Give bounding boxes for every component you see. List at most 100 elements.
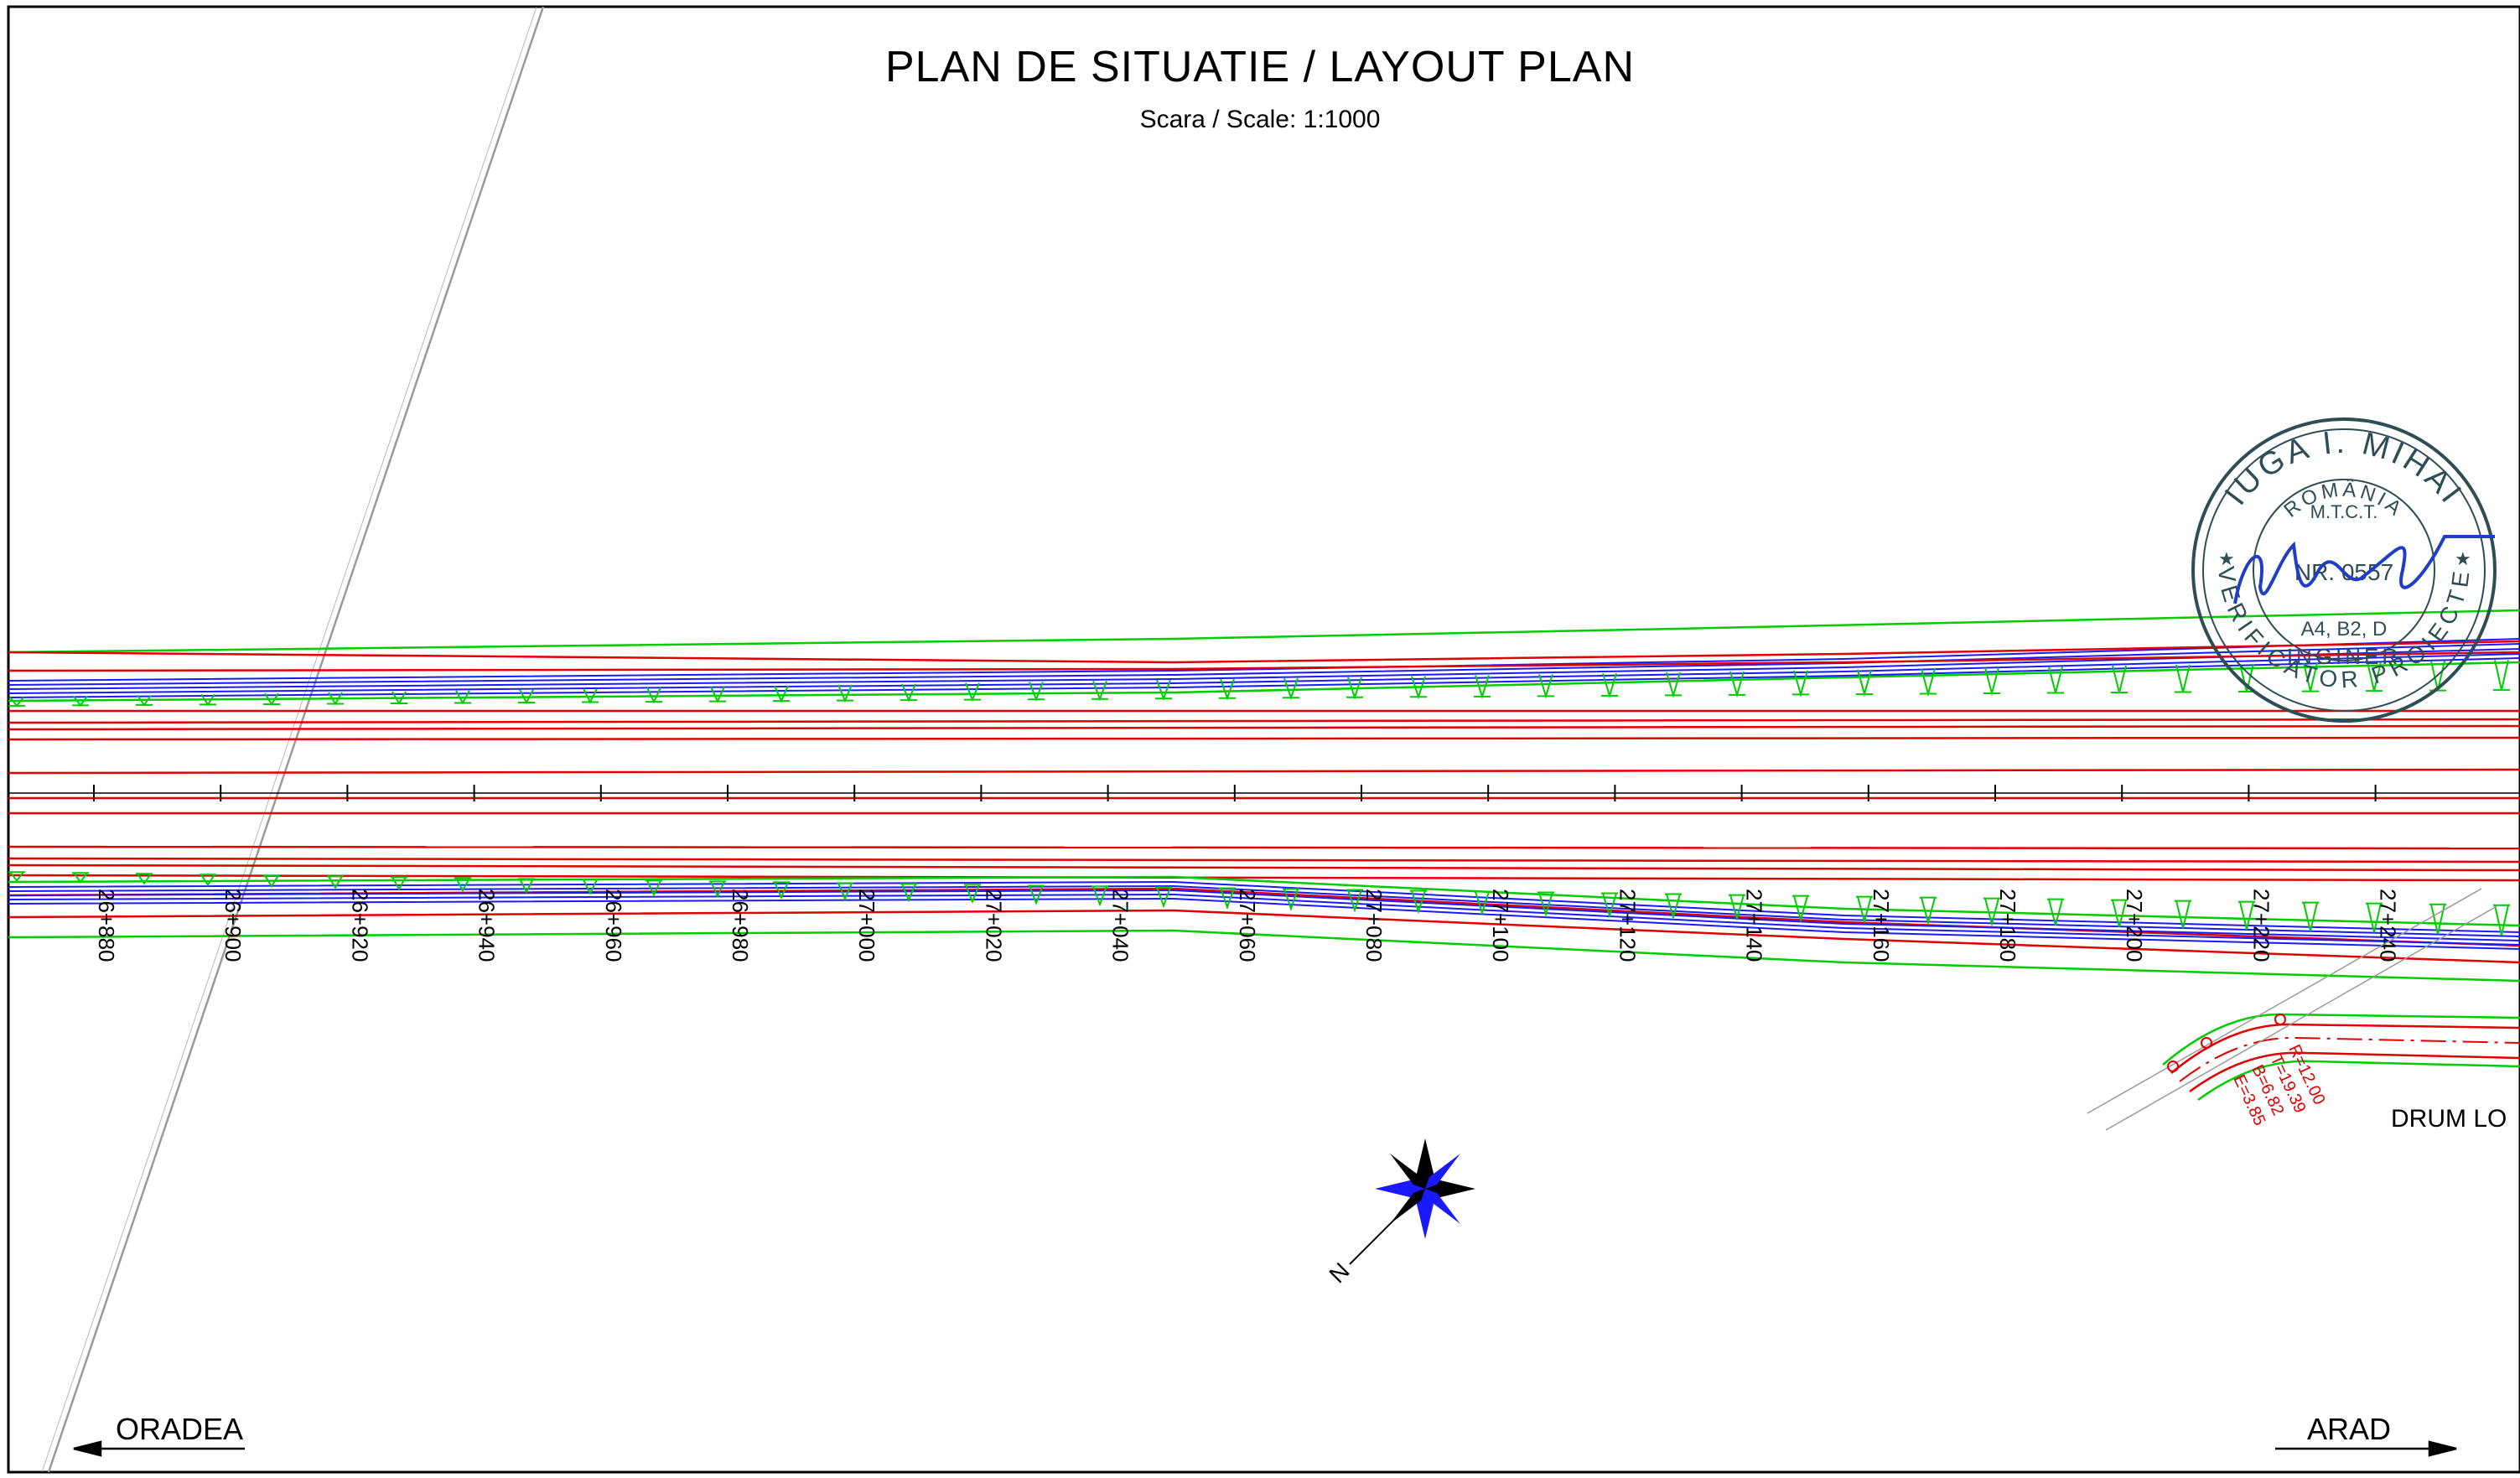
slope-symbol-south [2429, 903, 2446, 935]
slope-symbol-south [1665, 893, 1682, 921]
slope-symbol-north [582, 688, 599, 704]
slope-symbol-south [1474, 890, 1491, 916]
stamp-star-right: ★ [2455, 548, 2471, 569]
slope-symbol-south [8, 871, 25, 883]
stamp-role-top: INGINER [2287, 644, 2401, 669]
slope-symbol-north [1219, 678, 1236, 701]
chainage-label: 27+020 [981, 889, 1006, 962]
slope-symbol-north [2366, 661, 2383, 692]
slope-symbol-south [2493, 904, 2510, 936]
slope-symbol-north [2111, 665, 2128, 694]
direction-oradea: ORADEA [116, 1412, 244, 1446]
slope-symbol-south [1729, 894, 1745, 922]
chainage-label: 26+920 [347, 889, 372, 962]
chainage-label: 27+200 [2122, 889, 2147, 962]
slope-symbol-south [327, 875, 344, 889]
slope-symbol-south [1410, 889, 1427, 915]
slope-symbol-north [1920, 668, 1937, 698]
north-slope-lines [8, 609, 2520, 703]
slope-symbol-south [1155, 886, 1172, 909]
slope-symbol-south [2366, 902, 2383, 933]
drawing-scale: Scara / Scale: 1:1000 [1139, 106, 1381, 133]
road-axis [8, 785, 2520, 801]
slope-symbol-north [709, 686, 726, 703]
slope-symbol-north [454, 690, 471, 705]
slope-symbol-north [1283, 677, 1299, 701]
slope-symbol-north [72, 695, 89, 708]
slope-symbol-north [136, 694, 153, 707]
slope-symbol-south [837, 882, 853, 901]
chainage-label: 27+180 [1995, 889, 2020, 962]
slope-symbol-north [518, 689, 535, 705]
curve-annotations: R=12.00T=19.39B=6.82E=3.85 [2229, 1042, 2328, 1128]
slope-symbol-south [1920, 896, 1937, 926]
slope-symbol-north [200, 693, 216, 707]
slope-symbol-south [1283, 888, 1299, 911]
slope-symbol-north [1346, 677, 1363, 700]
chainage-label: 27+060 [1235, 889, 1260, 962]
stamp-ministry: M.T.C.T. [2310, 501, 2378, 522]
slope-symbol-north [1091, 681, 1108, 702]
stamp-star-left: ★ [2218, 548, 2235, 569]
slope-symbol-south [72, 872, 89, 884]
slope-symbol-north [1155, 679, 1172, 702]
slope-symbol-north [964, 682, 981, 703]
chainage-label: 26+960 [601, 889, 626, 962]
slope-symbol-south [709, 880, 726, 899]
chainage-label: 27+240 [2376, 889, 2401, 962]
slope-symbol-north [837, 684, 853, 703]
slope-symbol-north [1474, 675, 1491, 700]
road-edge-lines [8, 640, 2520, 964]
chainage-label: 27+140 [1742, 889, 1767, 962]
slope-symbol-south [263, 874, 280, 888]
slope-symbol-north [900, 683, 917, 703]
slope-symbol-south [200, 874, 216, 887]
slope-symbol-north [1792, 670, 1809, 698]
slope-symbols [8, 660, 2510, 936]
slope-symbol-north [1665, 672, 1682, 698]
slope-symbol-south [391, 876, 407, 891]
slope-symbol-north [773, 685, 790, 703]
slope-symbol-south [1983, 897, 2000, 928]
slope-symbol-south [1792, 895, 1809, 923]
slope-symbol-south [1091, 885, 1108, 907]
direction-arad: ARAD [2307, 1412, 2392, 1446]
slope-symbol-south [2238, 900, 2255, 931]
chainage-label: 27+120 [1615, 889, 1640, 962]
slope-symbol-north [1537, 674, 1554, 699]
chainage-label: 26+940 [474, 889, 500, 962]
slope-symbol-north [1856, 669, 1873, 698]
slope-symbol-south [1537, 891, 1554, 917]
slope-symbol-south [773, 881, 790, 900]
slope-symbol-south [582, 879, 599, 895]
slope-symbol-south [454, 877, 471, 893]
slope-symbol-north [263, 692, 280, 706]
slope-symbol-north [391, 691, 407, 706]
slope-symbol-north [2493, 660, 2510, 692]
stamp-category: A4, B2, D [2301, 618, 2388, 640]
slope-symbol-north [1601, 672, 1618, 699]
chainage-label: 26+980 [728, 889, 753, 962]
chainage-label: 27+160 [1869, 889, 1894, 962]
chainage-label: 27+220 [2248, 889, 2274, 962]
slope-symbol-north [646, 687, 662, 704]
slope-symbol-south [646, 879, 662, 897]
slope-symbol-south [1601, 892, 1618, 919]
side-road [2087, 888, 2520, 1131]
side-road-label: DRUM LO [2391, 1105, 2507, 1133]
chainage-label: 27+100 [1488, 889, 1513, 962]
official-stamp: IUGA I. MIHAI VERIFICATOR PROIECTE ROMÂN… [2191, 417, 2497, 723]
drawing-title: PLAN DE SITUATIE / LAYOUT PLAN [884, 43, 1636, 91]
slope-symbol-south [518, 878, 535, 894]
compass-n-label: N [1324, 1258, 1354, 1288]
north-arrow-icon: N [1324, 1138, 1475, 1288]
slope-symbol-south [136, 873, 153, 885]
slope-symbol-south [2047, 898, 2064, 926]
chainage-label: 26+880 [94, 889, 119, 962]
slope-symbol-south [2111, 899, 2128, 927]
chainage-label: 27+000 [854, 889, 879, 962]
slope-symbol-south [2175, 900, 2191, 929]
slope-symbol-south [964, 884, 981, 905]
